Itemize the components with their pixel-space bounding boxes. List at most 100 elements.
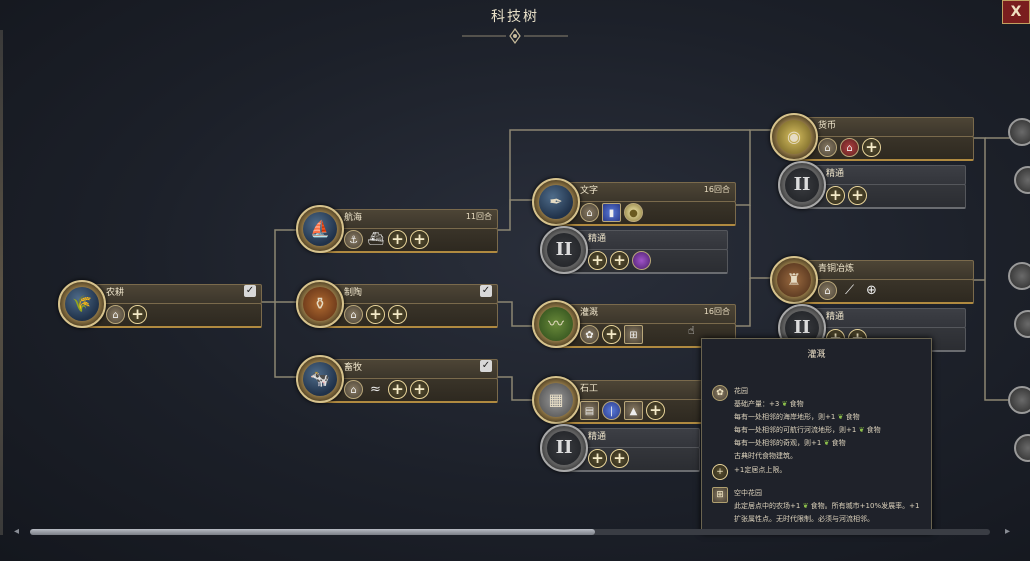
mastery-numeral-icon: II (793, 317, 811, 338)
scroll-right-arrow-icon[interactable]: ▸ (1005, 526, 1011, 537)
plus-icon[interactable]: + (410, 379, 429, 399)
tech-node-masonry-mastery[interactable]: II 精通 + + (540, 424, 700, 472)
bronze-medal: ♜ (770, 256, 818, 304)
page-title: 科技树 (491, 9, 539, 25)
plus-icon[interactable]: + (610, 448, 629, 468)
node-turns: 11回合 (465, 212, 492, 221)
spear-icon[interactable]: ⟋ (844, 282, 855, 298)
offscreen-tech-node[interactable] (1014, 310, 1030, 338)
tech-node-currency[interactable]: ◉ 货币 ⌂ ⌂ + (770, 113, 974, 161)
tech-node-husbandry[interactable]: 🐄 畜牧 ✓ ⌂ ≈ + + (296, 355, 498, 403)
plus-icon[interactable]: + (388, 304, 407, 324)
unlock-icons: ⚓ ⛴ + + (344, 229, 429, 249)
plus-icon: + (712, 464, 728, 480)
plus-icon[interactable]: + (128, 304, 147, 324)
plus-icon[interactable]: + (826, 185, 845, 205)
tech-node-bronze-working[interactable]: ♜ 青铜冶炼 ⌂ ⟋ ⊕ (770, 256, 974, 304)
plus-icon[interactable]: + (588, 448, 607, 468)
tech-node-pottery[interactable]: ⚱ 制陶 ✓ ⌂ + + (296, 280, 498, 328)
stone-block-icon: ▦ (548, 390, 564, 409)
plus-icon[interactable]: + (588, 250, 607, 270)
lightbulb-icon[interactable]: ● (624, 202, 643, 222)
node-name: 畜牧 (344, 363, 363, 373)
obelisk-icon[interactable]: | (602, 400, 621, 420)
plus-icon[interactable]: + (602, 324, 621, 344)
compass-icon[interactable]: ⊕ (866, 282, 877, 298)
title-ornament (462, 27, 568, 45)
garden-line4-text: 每有一处相邻的奇观，则+1 (734, 439, 822, 447)
granary-icon[interactable]: ⌂ (344, 304, 363, 324)
food-leaf-icon: ❦ (837, 413, 844, 421)
husbandry-medal: 🐄 (296, 355, 344, 403)
tech-node-agriculture[interactable]: 🌾 农耕 ✓ ⌂ + (58, 280, 262, 328)
plus-icon[interactable]: + (610, 250, 629, 270)
plus-icon[interactable]: + (388, 379, 407, 399)
offscreen-tech-node[interactable] (1008, 386, 1030, 414)
node-name: 灌溉 (580, 308, 599, 318)
library-icon[interactable]: ⌂ (580, 202, 599, 222)
galley-icon[interactable]: ⛴ (367, 231, 384, 247)
wonder-line2: 扩张属性点。无时代限制。必须与河流相邻。 (734, 515, 874, 523)
node-name: 航海 (344, 213, 363, 223)
offscreen-tech-node[interactable] (1008, 262, 1030, 290)
tooltip-settlement-section: + +1定居点上限。 (712, 464, 922, 480)
sailboat-icon: ⛵ (310, 219, 330, 238)
tech-node-writing[interactable]: ✒ 文字 16回合 ⌂ ▮ ● (532, 178, 736, 226)
barracks-icon[interactable]: ⌂ (818, 280, 837, 300)
hanging-gardens-icon[interactable]: ⊞ (624, 324, 643, 344)
garden-line1: 基础产量：+3 ❦ 食物 (734, 398, 804, 411)
plus-icon[interactable]: + (388, 229, 407, 249)
writing-medal: ✒ (532, 178, 580, 226)
scroll-icon[interactable]: ▮ (602, 202, 621, 222)
food-unit: 食物 (789, 400, 804, 408)
pyramid-icon[interactable]: ▲ (624, 400, 643, 420)
mastery-numeral-icon: II (555, 239, 573, 260)
tech-node-irrigation[interactable]: 〰 灌溉 16回合 ✿ + ⊞ ☝ (532, 300, 736, 348)
researched-check-icon: ✓ (244, 285, 256, 297)
hanging-gardens-icon: ⊞ (712, 487, 728, 503)
wonder-name: 空中花园 (734, 489, 762, 497)
node-turns: 16回合 (703, 307, 730, 316)
plus-icon[interactable]: + (366, 304, 385, 324)
node-name: 货币 (818, 121, 837, 131)
tech-node-currency-mastery[interactable]: II 精通 + + (778, 161, 966, 209)
plus-icon[interactable]: + (862, 137, 881, 157)
great-person-icon[interactable] (632, 250, 651, 270)
masonry-medal: ▦ (532, 376, 580, 424)
offscreen-tech-node[interactable] (1014, 434, 1030, 462)
unlock-icons: ⌂ ⟋ ⊕ (818, 280, 881, 300)
tech-node-masonry[interactable]: ▦ 石工 ▤ | ▲ + (532, 376, 712, 424)
offscreen-tech-node[interactable] (1008, 118, 1030, 146)
tech-tooltip: 灌溉 ✿ 花园 基础产量：+3 ❦ 食物 每有一处相邻的海岸地形，则+1 ❦ 食… (701, 338, 932, 533)
unlock-icons: + + (588, 448, 629, 468)
bank-icon[interactable]: ⌂ (840, 137, 859, 157)
garden-icon[interactable]: ✿ (580, 324, 599, 344)
frame-left-border (0, 30, 3, 535)
mastery-numeral-icon: II (793, 174, 811, 195)
agriculture-medal: 🌾 (58, 280, 106, 328)
plus-icon[interactable]: + (848, 185, 867, 205)
node-name: 制陶 (344, 288, 363, 298)
horizontal-scrollbar-thumb[interactable] (30, 529, 595, 535)
unlock-icons: ⌂ ≈ + + (344, 379, 429, 399)
tech-node-writing-mastery[interactable]: II 精通 + + (540, 226, 728, 274)
node-name: 文字 (580, 186, 599, 196)
offscreen-tech-node[interactable] (1014, 166, 1030, 194)
quarry-icon[interactable]: ▤ (580, 400, 599, 420)
pasture-icon[interactable]: ⌂ (344, 379, 363, 399)
garden-line1-text: 基础产量：+3 (734, 400, 780, 408)
scroll-left-arrow-icon[interactable]: ◂ (14, 526, 20, 537)
unlock-icons: ⌂ + (106, 304, 147, 324)
plus-icon[interactable]: + (646, 400, 665, 420)
node-name: 精通 (826, 312, 845, 322)
horse-icon[interactable]: ≈ (370, 381, 381, 397)
plus-icon[interactable]: + (410, 229, 429, 249)
dock-icon[interactable]: ⚓ (344, 229, 363, 249)
node-name: 精通 (826, 169, 845, 179)
tech-node-sailing[interactable]: ⛵ 航海 11回合 ⚓ ⛴ + + (296, 205, 498, 253)
market-icon[interactable]: ⌂ (818, 137, 837, 157)
farm-icon[interactable]: ⌂ (106, 304, 125, 324)
mastery-medal: II (540, 424, 588, 472)
food-unit: 食物 (845, 413, 860, 421)
